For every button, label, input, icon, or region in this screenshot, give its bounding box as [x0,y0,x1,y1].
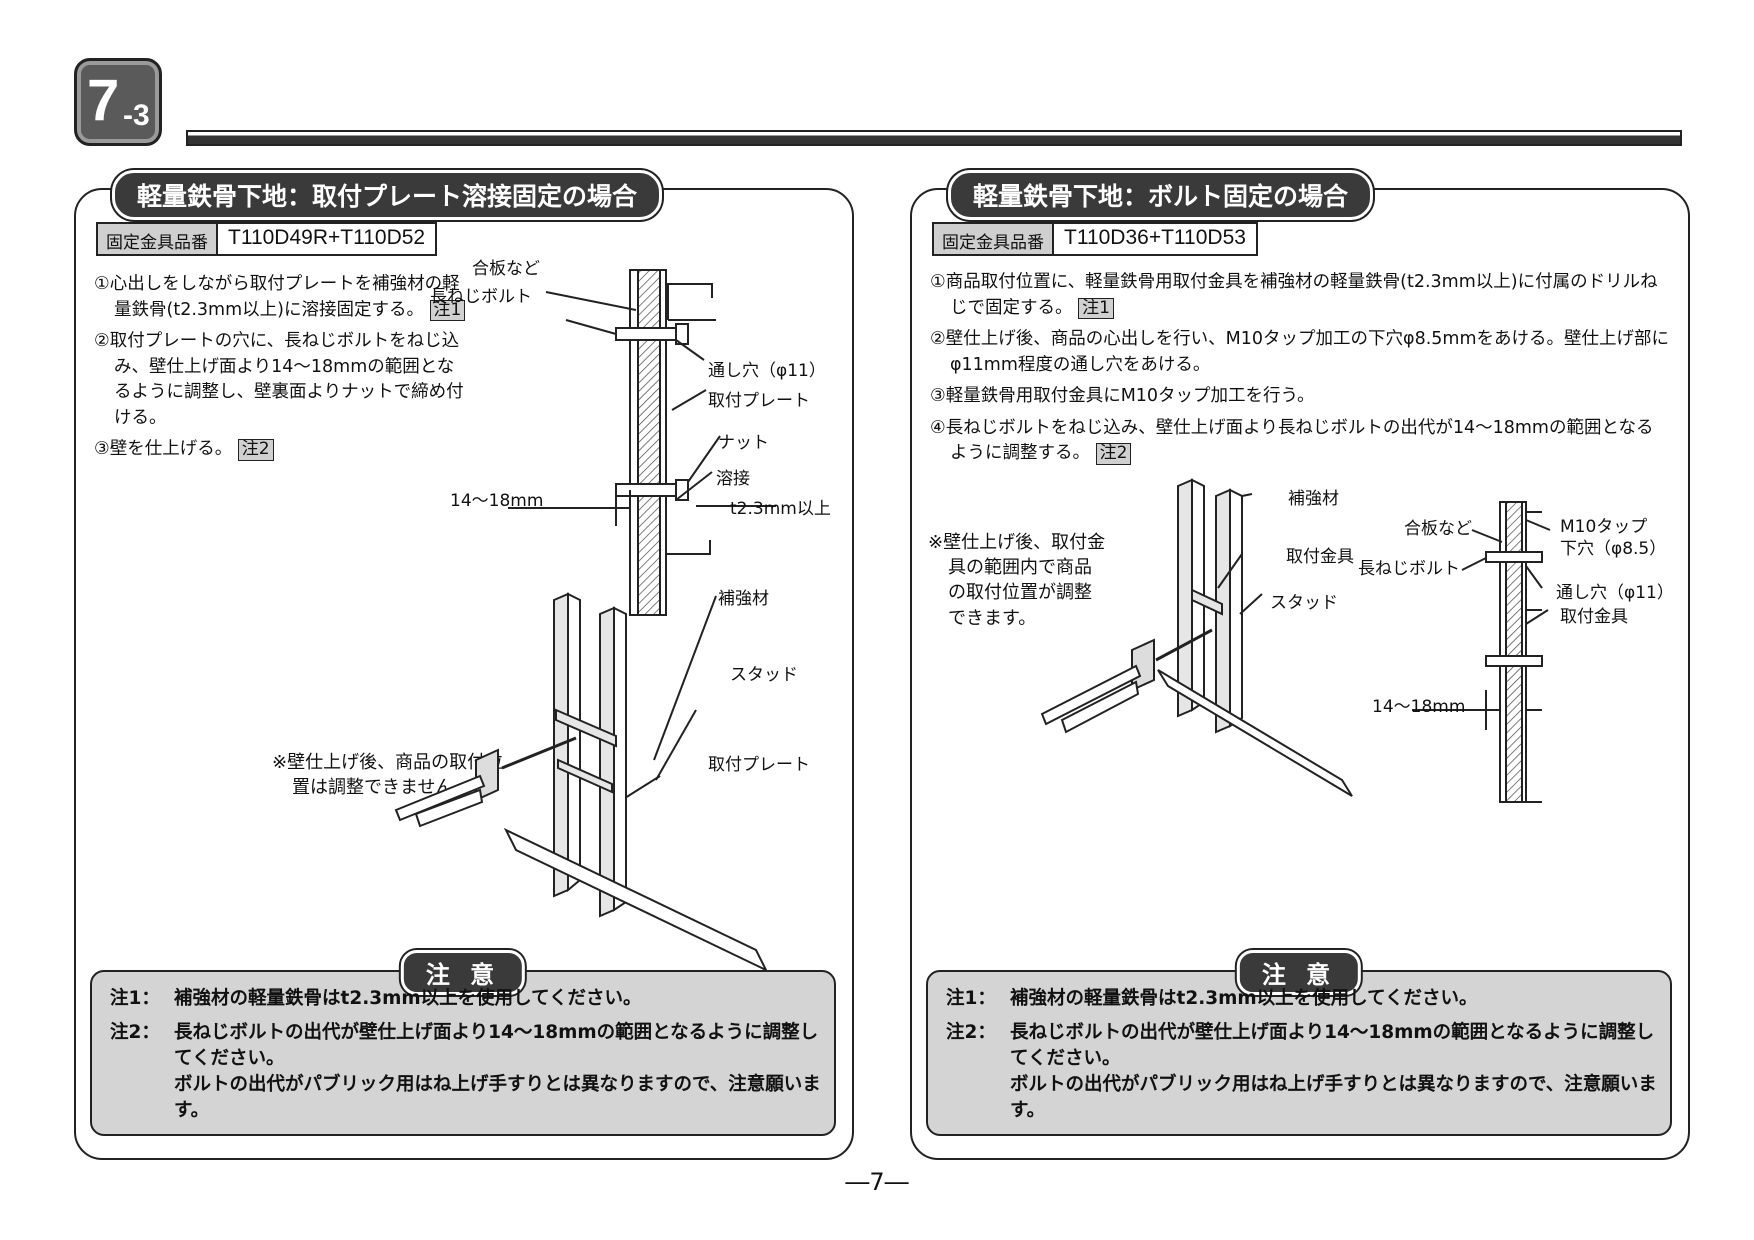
left-section-diagram [394,269,776,973]
caution-title: 注 意 [1236,950,1362,995]
caution-note-2: 注2：長ねじボルトの出代が壁仕上げ面より14〜18mmの範囲となるように調整して… [946,1022,1655,1069]
label-stud: スタッド [1270,593,1338,613]
section-badge: 7 -3 [74,58,162,146]
caution-title: 注 意 [400,950,526,995]
note-tag: 注2 [1095,443,1132,465]
left-steps: ①心出しをしながら取付プレートを補強材の軽量鉄骨(t2.3mm以上)に溶接固定す… [94,272,470,469]
part-number-label: 固定金具品番 [98,224,218,254]
step-item: ②取付プレートの穴に、長ねじボルトをねじ込み、壁仕上げ面より14〜18mmの範囲… [94,331,464,428]
label-plate: 取付プレート [708,391,810,411]
step-item: ③壁を仕上げる。 注2 [94,437,470,463]
note-tag: 注2 [237,439,274,461]
label-plate2: 取付プレート [708,755,810,775]
right-section-diagram [1040,478,1551,803]
label-reinforcement: 補強材 [718,589,769,609]
label-bolt: 長ねじボルト [430,287,532,307]
caution-note-3: ボルトの出代がパブリック用はね上げ手すりとは異なりますので、注意願います。 [174,1074,821,1121]
caution-note-2: 注2：長ねじボルトの出代が壁仕上げ面より14〜18mmの範囲となるように調整して… [110,1022,819,1069]
label-bolt: 長ねじボルト [1358,559,1460,579]
label-range: 14〜18mm [450,491,544,511]
left-part-number-table: 固定金具品番 T110D49R+T110D52 [96,222,438,256]
step-item: ②壁仕上げ後、商品の心出しを行い、M10タップ加工の下穴φ8.5mmをあける。壁… [930,329,1670,375]
label-tap-hole: 下穴（φ8.5） [1560,539,1667,559]
caution-note-1: 注1：補強材の軽量鉄骨はt2.3mm以上を使用してください。 [946,988,1478,1009]
right-caution-box: 注 意 注1：補強材の軽量鉄骨はt2.3mm以上を使用してください。 注2：長ね… [926,950,1672,1136]
caution-note-1: 注1：補強材の軽量鉄骨はt2.3mm以上を使用してください。 [110,988,642,1009]
left-caution-box: 注 意 注1：補強材の軽量鉄骨はt2.3mm以上を使用してください。 注2：長ね… [90,950,836,1136]
page-number: ―7― [845,1168,909,1196]
header-rule [186,130,1682,146]
right-steps: ①商品取付位置に、軽量鉄骨用取付金具を補強材の軽量鉄骨(t2.3mm以上)に付属… [930,270,1670,473]
caution-note-3: ボルトの出代がパブリック用はね上げ手すりとは異なりますので、注意願います。 [1010,1074,1657,1121]
step-item: ④長ねじボルトをねじ込み、壁仕上げ面より長ねじボルトの出代が14〜18mmの範囲… [930,417,1654,465]
step-item: ①商品取付位置に、軽量鉄骨用取付金具を補強材の軽量鉄骨(t2.3mm以上)に付属… [930,272,1658,320]
right-panel: 軽量鉄骨下地：ボルト固定の場合 固定金具品番 T110D36+T110D53 ①… [910,170,1690,1160]
label-hole: 通し穴（φ11） [708,361,826,381]
label-reinforcement: 補強材 [1288,489,1339,509]
label-nut: ナット [718,433,769,453]
note-tag: 注1 [1078,297,1114,320]
label-plywood: 合板など [1404,519,1472,539]
label-stud: スタッド [730,665,798,685]
label-bracket: 取付金具 [1286,547,1354,567]
step-item: ①心出しをしながら取付プレートを補強材の軽量鉄骨(t2.3mm以上)に溶接固定す… [94,272,470,323]
part-number-value: T110D49R+T110D52 [228,226,426,249]
section-subnumber: -3 [123,99,150,132]
section-number: 7 [87,68,120,133]
left-panel: 軽量鉄骨下地：取付プレート溶接固定の場合 固定金具品番 T110D49R+T11… [74,170,854,1160]
label-tap: M10タップ [1560,517,1648,537]
label-plywood: 合板など [472,259,540,279]
note-tag: 注1 [429,299,466,322]
label-thickness: t2.3mm以上 [730,499,831,519]
left-section-title: 軽量鉄骨下地：取付プレート溶接固定の場合 [112,170,663,220]
right-part-number-table: 固定金具品番 T110D36+T110D53 [932,222,1258,256]
label-weld: 溶接 [716,469,750,489]
part-number-label: 固定金具品番 [934,224,1054,254]
right-section-title: 軽量鉄骨下地：ボルト固定の場合 [948,170,1374,220]
label-bracket2: 取付金具 [1560,607,1628,627]
part-number-value: T110D36+T110D53 [1064,226,1246,249]
step-item: ③軽量鉄骨用取付金具にM10タップ加工を行う。 [930,386,1315,407]
label-hole: 通し穴（φ11） [1556,583,1674,603]
left-remark: ※壁仕上げ後、商品の取付位置は調整できません。 [272,752,504,799]
label-range: 14〜18mm [1372,697,1466,717]
right-remark: ※壁仕上げ後、取付金具の範囲内で商品の取付位置が調整できます。 [928,532,1106,629]
